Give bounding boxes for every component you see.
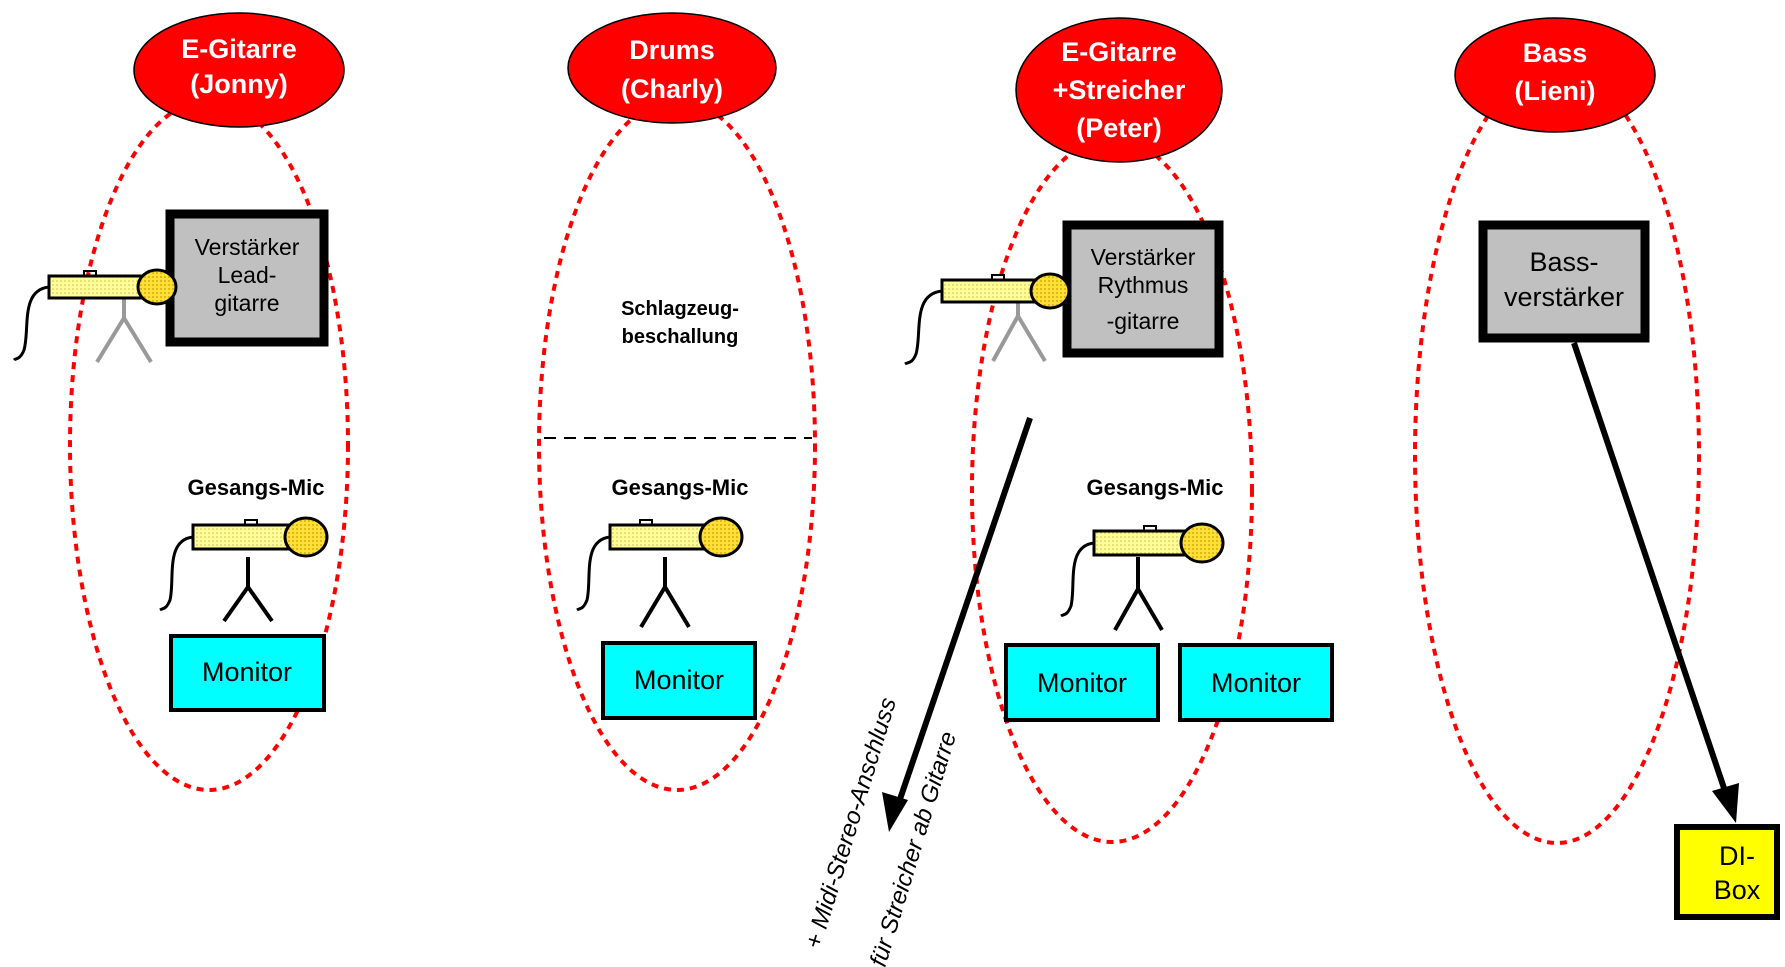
midi-arrowhead (882, 792, 908, 832)
musician-name-sub: (Lieni) (1515, 76, 1596, 106)
di-label-1: DI- (1719, 841, 1755, 871)
instrument-mic-icon (904, 272, 1071, 366)
zone-jonny: E-Gitarre (Jonny) Verstärker Lead- gitar… (12, 12, 350, 792)
musician-name-sub: +Streicher (1053, 75, 1186, 105)
zone-peter: E-Gitarre +Streicher (Peter) Verstärker … (882, 17, 1334, 844)
vocal-mic-icon (1060, 522, 1225, 632)
musician-name: Drums (629, 35, 715, 65)
di-label-2: Box (1714, 875, 1761, 905)
musician-name: E-Gitarre (1061, 37, 1177, 67)
amp-label-3: gitarre (214, 290, 279, 316)
amp-label-2: Lead- (218, 262, 277, 288)
monitor-label: Monitor (1037, 668, 1127, 698)
di-box (1674, 824, 1780, 920)
monitor-label-2: Monitor (1211, 668, 1301, 698)
vocal-mic-label: Gesangs-Mic (612, 475, 749, 500)
vocal-mic-icon (576, 516, 744, 629)
zone-boundary (1413, 65, 1701, 845)
zone-charly: Drums (Charly) Schlagzeug- beschallung G… (537, 12, 817, 792)
musician-name-sub: (Jonny) (190, 69, 288, 99)
drum-pa-label-1: Schlagzeug- (621, 298, 739, 320)
midi-arrow (895, 417, 1033, 806)
amp-label-3: -gitarre (1107, 308, 1180, 334)
amp-label-2: verstärker (1504, 282, 1624, 312)
monitor-label: Monitor (634, 665, 724, 695)
musician-name-sub: (Charly) (621, 74, 723, 104)
drum-pa-label-2: beschallung (622, 326, 739, 348)
zone-boundary (537, 98, 817, 792)
vocal-mic-label: Gesangs-Mic (188, 475, 325, 500)
bass-di-arrowhead (1712, 783, 1739, 823)
musician-name-bubble (1454, 17, 1656, 133)
vocal-mic-icon (159, 516, 329, 623)
musician-name: E-Gitarre (181, 34, 297, 64)
amp-label-2: Rythmus (1098, 272, 1189, 298)
monitor-box-2 (1178, 643, 1334, 722)
musician-name: Bass (1523, 38, 1588, 68)
monitor-box (601, 641, 757, 720)
monitor-box (1004, 643, 1160, 722)
amp-label-1: Bass- (1529, 247, 1598, 277)
vocal-mic-label: Gesangs-Mic (1087, 475, 1224, 500)
monitor-label: Monitor (202, 657, 292, 687)
bass-di-arrow (1571, 342, 1731, 801)
amp-box (1478, 220, 1650, 343)
musician-name-bubble (567, 12, 777, 124)
musician-name-bubble (133, 12, 345, 128)
amp-box (165, 209, 329, 347)
amp-label-1: Verstärker (1091, 244, 1196, 270)
musician-name-sub2: (Peter) (1076, 113, 1162, 143)
zone-lieni: Bass (Lieni) Bass- verstärker DI- Box (1413, 17, 1780, 920)
musician-name-bubble (1015, 17, 1223, 163)
instrument-mic-icon (12, 268, 178, 364)
zone-boundary (68, 98, 350, 792)
amp-label-1: Verstärker (195, 234, 300, 260)
monitor-box (169, 634, 326, 712)
